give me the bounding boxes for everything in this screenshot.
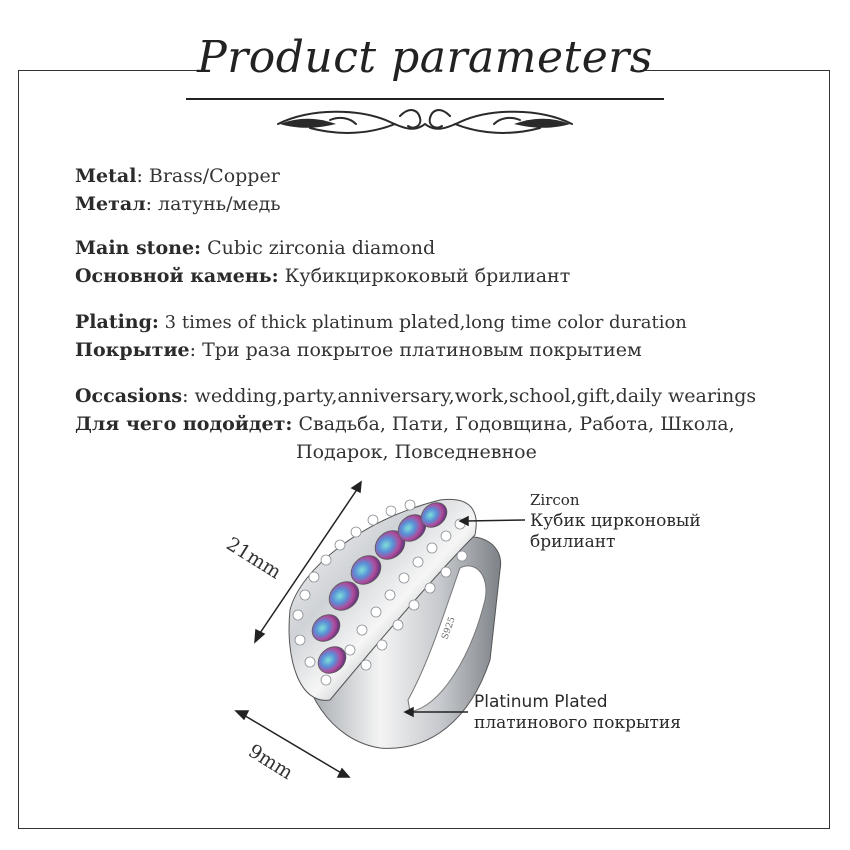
spec-value: : wedding,party,anniversary,work,school,… [182, 385, 757, 407]
spec-value-emphasis: plated [399, 311, 460, 333]
spec-label: Occasions [75, 385, 183, 407]
spec-value: : латунь/медь [145, 193, 281, 215]
side-stones [292, 499, 468, 686]
stone-callout-en: Zircon [530, 491, 580, 509]
spec-value: : Brass/Copper [136, 165, 280, 187]
spec-label: Покрытие [75, 339, 190, 361]
spec-metal-en: Metal: Brass/Copper [75, 162, 280, 190]
spec-value: Кубикциркоковый брилиант [278, 265, 571, 287]
spec-value: ,long time color duration [459, 312, 687, 333]
spec-stone-en: Main stone: Cubic zirconia diamond [75, 234, 435, 262]
spec-value: Свадьба, Пати, Годовщина, Работа, Школа, [292, 413, 735, 435]
stone-callout: Zircon Кубик цирконовый брилиант [530, 490, 701, 553]
spec-plating-en: Plating: 3 times of thick platinum plate… [75, 308, 687, 337]
title-underline [186, 98, 664, 100]
main-stones [311, 502, 448, 674]
spec-value: : Три раза покрытое платиновым покрытием [189, 339, 642, 361]
spec-label: Метал [75, 193, 146, 215]
spec-value: 3 times of thick platinum [158, 312, 399, 333]
spec-plating-ru: Покрытие: Три раза покрытое платиновым п… [75, 336, 642, 364]
stone-callout-ru-1: Кубик цирконовый [530, 511, 701, 531]
spec-occasions-ru: Для чего подойдет: Свадьба, Пати, Годовщ… [75, 410, 735, 438]
spec-label: Основной камень: [75, 265, 279, 287]
plating-callout: Platinum Plated платинового покрытия [474, 692, 681, 734]
spec-value: Подарок, Повседневное [296, 441, 537, 463]
plating-callout-en: Platinum Plated [474, 692, 608, 712]
spec-stone-ru: Основной камень: Кубикциркоковый брилиан… [75, 262, 570, 290]
spec-occasions-en: Occasions: wedding,party,anniversary,wor… [75, 382, 756, 410]
dimension-arrows [234, 480, 526, 778]
spec-metal-ru: Метал: латунь/медь [75, 190, 281, 218]
stone-callout-ru-2: брилиант [530, 532, 616, 552]
plating-callout-ru: платинового покрытия [474, 713, 681, 733]
spec-label: Для чего подойдет: [75, 413, 293, 435]
spec-value: Cubic zirconia diamond [201, 237, 436, 259]
spec-occasions-ru-cont: Подарок, Повседневное [296, 438, 537, 466]
ring-inner-opening [407, 565, 487, 713]
ring-band-outer [299, 536, 502, 749]
spec-label: Metal [75, 165, 137, 187]
title-mask [210, 55, 640, 95]
page-title: Product parameters [197, 32, 653, 83]
spec-label: Main stone: [75, 237, 202, 259]
spec-label: Plating: [75, 311, 159, 333]
flourish-ornament-icon [277, 109, 573, 134]
